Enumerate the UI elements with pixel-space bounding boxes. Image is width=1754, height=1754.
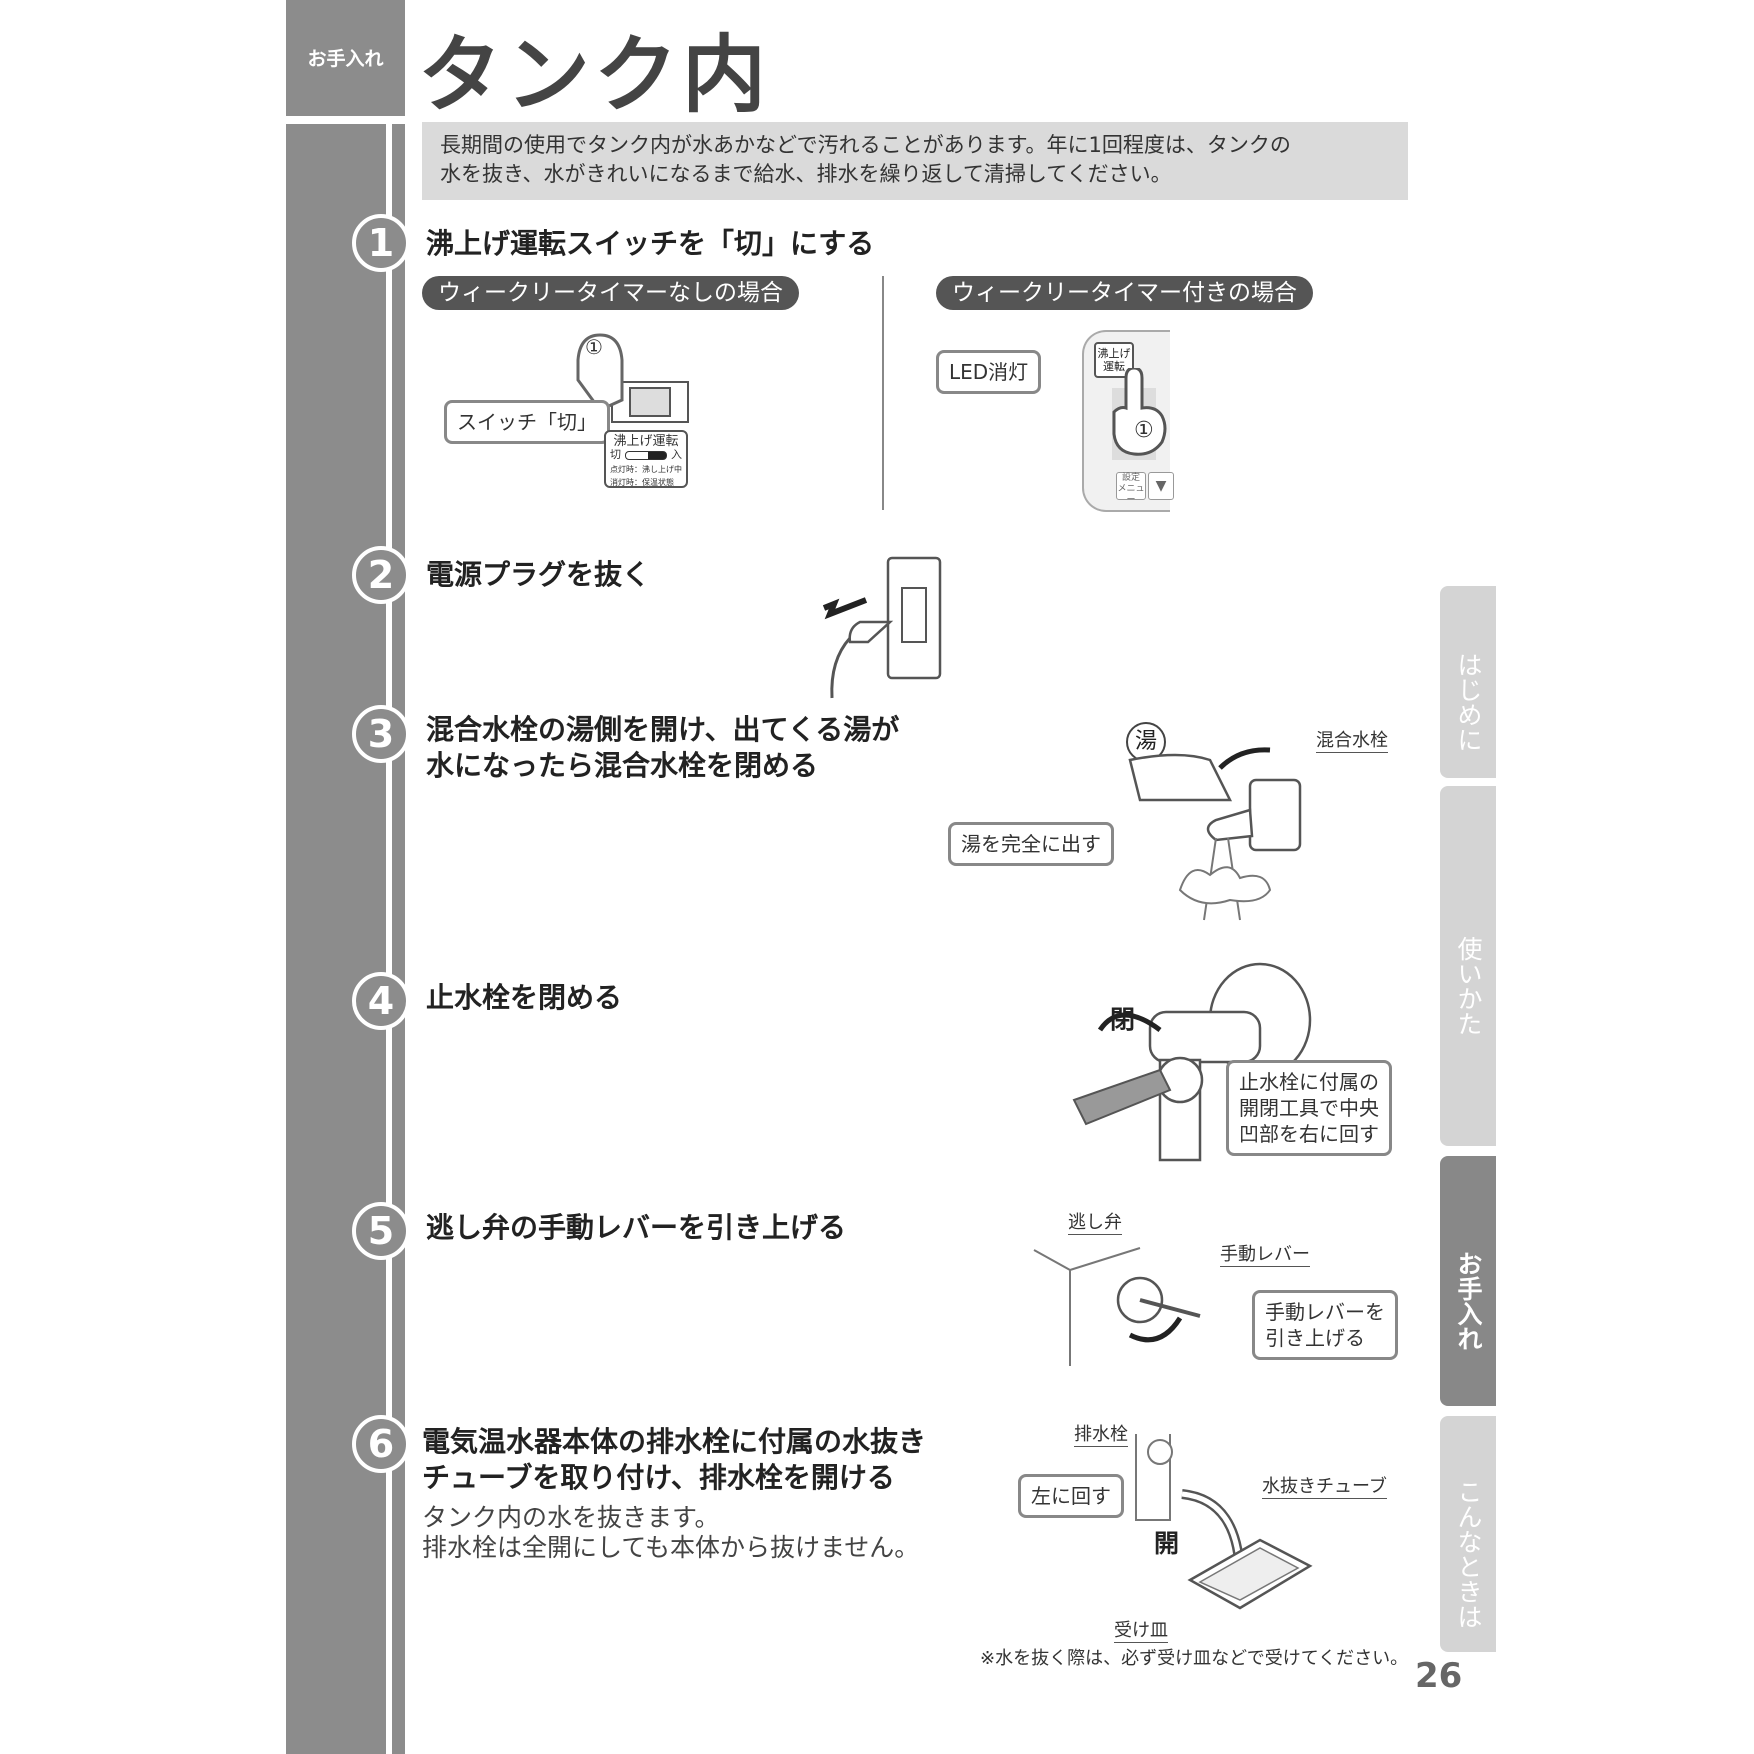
switch-illustration <box>576 333 689 423</box>
manual-lever-callout-l1: 手動レバーを <box>1265 1300 1385 1324</box>
with-timer-pill: ウィークリータイマー付きの場合 <box>936 276 1313 310</box>
step-number-3: 3 <box>352 705 410 763</box>
tab-usage[interactable]: 使いかた <box>1440 786 1496 1146</box>
tab-troubleshooting[interactable]: こんなときは <box>1440 1416 1496 1652</box>
step-6-title-l2: チューブを取り付け、排水栓を開ける <box>422 1461 895 1494</box>
stop-valve-callout-l1: 止水栓に付属の <box>1239 1070 1379 1094</box>
intro-line-1: 長期間の使用でタンク内が水あかなどで汚れることがあります。年に1回程度は、タンク… <box>440 133 1291 157</box>
stop-valve-callout-l2: 開閉工具で中央 <box>1239 1096 1379 1120</box>
menu-button[interactable]: 設定 メニュー <box>1116 472 1146 505</box>
step-number-2: 2 <box>352 546 410 604</box>
step-number-5: 5 <box>352 1202 410 1260</box>
faucet-label: 混合水栓 <box>1316 726 1388 753</box>
manual-lever-callout: 手動レバーを 引き上げる <box>1252 1290 1398 1360</box>
switch-note-2: 消灯時：保温状態 <box>610 478 674 487</box>
drain-illustration <box>1135 1434 1313 1610</box>
manual-lever-callout-l2: 引き上げる <box>1265 1326 1365 1350</box>
stop-valve-callout-l3: 凹部を右に回す <box>1239 1122 1379 1146</box>
section-label: お手入れ <box>307 48 384 70</box>
relief-valve-label: 逃し弁 <box>1068 1208 1122 1235</box>
turn-left-callout: 左に回す <box>1018 1474 1124 1518</box>
sidebar-line <box>386 124 392 1754</box>
step-2-title: 電源プラグを抜く <box>426 558 651 591</box>
drain-plug-label: 排水栓 <box>1074 1420 1128 1447</box>
sidebar-band <box>286 124 405 1754</box>
switch-panel-title: 沸上げ運転 <box>613 434 679 449</box>
switch-slider[interactable] <box>625 451 667 460</box>
step-1-title: 沸上げ運転スイッチを「切」にする <box>426 227 875 260</box>
tray-label: 受け皿 <box>1114 1616 1168 1643</box>
tab-maintenance[interactable]: お手入れ <box>1440 1156 1496 1406</box>
step-number-6: 6 <box>352 1415 410 1473</box>
relief-valve-illustration <box>1033 1247 1201 1366</box>
mixing-faucet-illustration <box>1128 747 1302 921</box>
finger-number-right: ① <box>1134 418 1154 443</box>
step-number-4: 4 <box>352 972 410 1030</box>
page-title: タンク内 <box>418 26 771 124</box>
no-timer-pill: ウィークリータイマーなしの場合 <box>422 276 799 310</box>
switch-on-label: 入 <box>671 448 682 461</box>
drain-tube-label: 水抜きチューブ <box>1262 1472 1387 1499</box>
step-4-title: 止水栓を閉める <box>426 981 623 1014</box>
step-6-title-l1: 電気温水器本体の排水栓に付属の水抜き <box>422 1425 927 1458</box>
stop-valve-illustration <box>1072 962 1312 1162</box>
stop-valve-callout: 止水栓に付属の 開閉工具で中央 凹部を右に回す <box>1226 1060 1392 1156</box>
page-number: 26 <box>1415 1656 1463 1696</box>
open-label: 開 <box>1154 1529 1180 1558</box>
switch-off-label: 切 <box>610 448 621 461</box>
sidebar-header-band <box>286 0 405 116</box>
step-3-title-l2: 水になったら混合水栓を閉める <box>426 749 819 782</box>
switch-note-1: 点灯時：沸し上げ中 <box>610 465 682 474</box>
step-6-sub-l2: 排水栓は全開にしても本体から抜けません。 <box>422 1533 920 1562</box>
drain-note: ※水を抜く際は、必ず受け皿などで受けてください。 <box>980 1648 1409 1669</box>
menu-button-label-1: 設定 <box>1121 473 1140 483</box>
step-number-1: 1 <box>352 214 410 272</box>
switch-panel: 沸上げ運転 切 入 点灯時：沸し上げ中 消灯時：保温状態 <box>604 430 688 488</box>
menu-button-label-2: メニュー <box>1117 484 1145 505</box>
down-button[interactable]: ▼ <box>1148 472 1174 500</box>
manual-lever-label: 手動レバー <box>1220 1240 1310 1267</box>
boil-button-label-2: 運転 <box>1103 360 1125 373</box>
step-3-title-l1: 混合水栓の湯側を開け、出てくる湯が <box>426 713 900 746</box>
power-plug-illustration <box>822 556 942 699</box>
step-5-title: 逃し弁の手動レバーを引き上げる <box>426 1211 847 1244</box>
led-off-callout: LED消灯 <box>936 350 1042 394</box>
step-6-sub-l1: タンク内の水を抜きます。 <box>422 1503 720 1532</box>
switch-off-callout: スイッチ「切」 <box>444 400 610 444</box>
finger-pointer-icon <box>1112 368 1167 456</box>
intro-line-2: 水を抜き、水がきれいになるまで給水、排水を繰り返して清掃してください。 <box>440 162 1172 186</box>
column-divider <box>882 276 884 510</box>
finger-number-left: ① <box>585 335 603 359</box>
boil-button-label-1: 沸上げ <box>1097 347 1131 360</box>
hot-water-callout: 湯を完全に出す <box>948 822 1114 866</box>
tab-introduction[interactable]: はじめに <box>1440 586 1496 778</box>
intro-box: 長期間の使用でタンク内が水あかなどで汚れることがあります。年に1回程度は、タンク… <box>422 122 1408 200</box>
